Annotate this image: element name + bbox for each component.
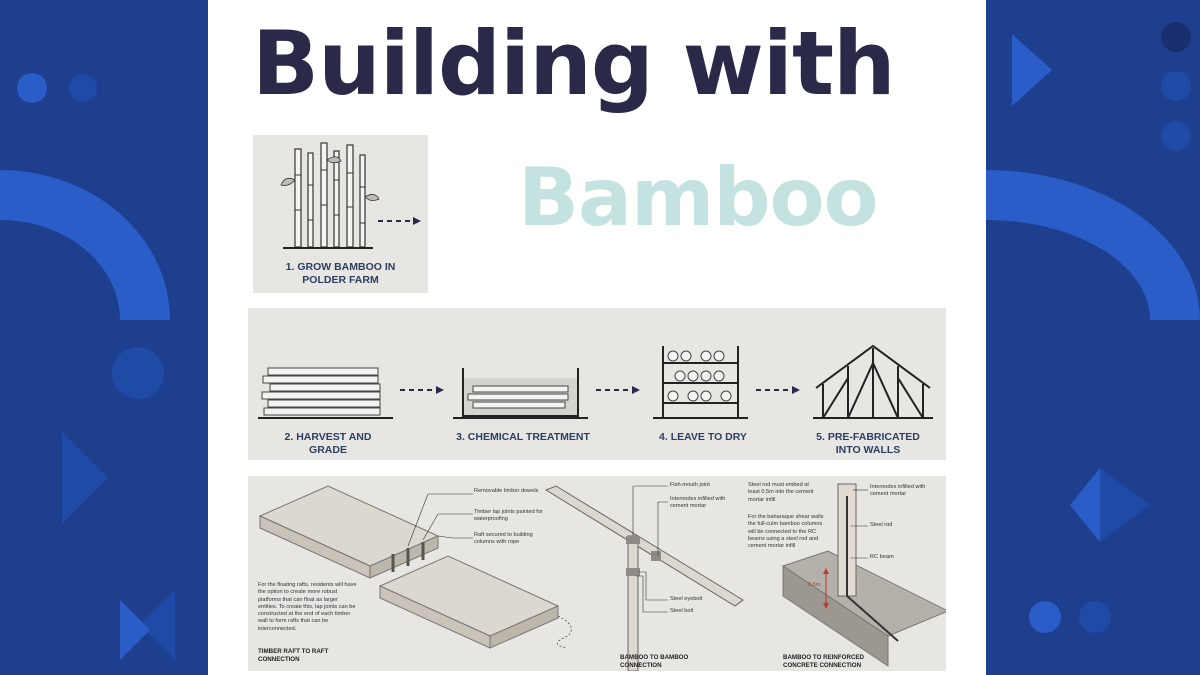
step4-label: 4. LEAVE TO DRY	[643, 431, 763, 444]
concrete-note-baharaque: For the baharaque shear walls the full-c…	[748, 514, 824, 550]
steps-panel: 2. HARVEST AND GRADE 3. CHEMICAL TREATME…	[248, 308, 946, 460]
concrete-caption: BAMBOO TO REINFORCED CONCRETE CONNECTION	[783, 654, 865, 670]
bamboo-note-fishmouth: Fish-mouth joint	[670, 482, 710, 488]
concrete-note-internodes: Internodes infilled with cement mortar	[870, 484, 926, 498]
step4-label-line1: 4. LEAVE TO DRY	[659, 431, 747, 443]
raft-note-lap-joints: Timber lap joints painted for waterproof…	[474, 509, 543, 523]
step3-label: 3. CHEMICAL TREATMENT	[443, 431, 603, 444]
step5-label: 5. PRE-FABRICATED INTO WALLS	[798, 431, 938, 457]
step1-label-line2: POLDER FARM	[302, 274, 379, 287]
step5-label-line1: 5. PRE-FABRICATED	[816, 431, 920, 443]
step5-label-line2: INTO WALLS	[835, 444, 901, 457]
title-line2: Bamboo	[518, 151, 879, 244]
bamboo-caption: BAMBOO TO BAMBOO CONNECTION	[620, 654, 689, 670]
concrete-note-rc-beam: RC beam	[870, 554, 894, 560]
raft-note-rope: Raft secured to building columns with ro…	[474, 532, 533, 546]
slide-card: Building with Bamboo	[208, 0, 986, 675]
bamboo-grove-illustration	[280, 142, 421, 249]
connections-illustration	[258, 483, 946, 671]
title-line1: Building with	[252, 12, 896, 115]
raft-description: For the floating rafts, residents will h…	[258, 582, 357, 632]
concrete-note-embed: Steel rod must embed at least 0.5m into …	[748, 482, 814, 503]
step1-label-line1: 1. GROW BAMBOO IN	[285, 261, 396, 273]
concrete-note-steel-rod: Steel rod	[870, 522, 893, 528]
step1-panel: 1. GROW BAMBOO IN POLDER FARM	[253, 135, 428, 293]
step2-label-line2: GRADE	[309, 444, 347, 457]
step2-label-line1: 2. HARVEST AND	[284, 431, 372, 443]
bamboo-note-bolt: Steel bolt	[670, 608, 694, 614]
bamboo-note-eyebolt: Steel eyebolt	[670, 596, 703, 602]
step2-label: 2. HARVEST AND GRADE	[263, 431, 393, 457]
raft-note-dowels: Removable timber dowels	[474, 488, 539, 494]
step1-label: 1. GROW BAMBOO IN POLDER FARM	[253, 261, 428, 287]
step3-label-line1: 3. CHEMICAL TREATMENT	[456, 431, 590, 443]
connections-panel: Removable timber dowels Timber lap joint…	[248, 476, 946, 671]
raft-caption: TIMBER RAFT TO RAFT CONNECTION	[258, 648, 329, 664]
bamboo-note-internodes: Internodes infilled with cement mortar	[670, 496, 726, 510]
concrete-note-depth: 0.5m	[808, 582, 821, 588]
process-illustration	[258, 344, 933, 419]
